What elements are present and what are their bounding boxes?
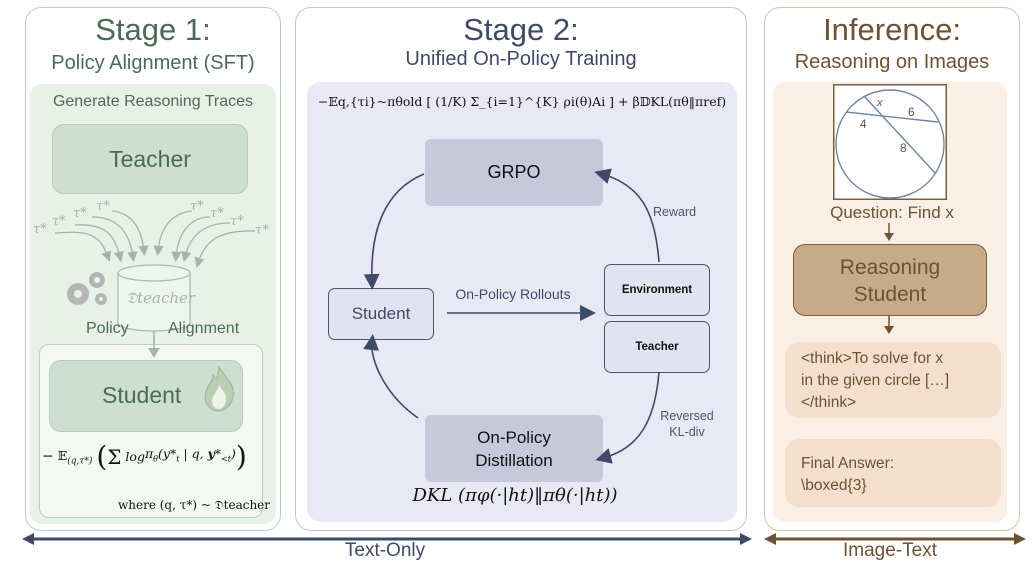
figure-label-8: 8 bbox=[900, 141, 907, 155]
reward-label: Reward bbox=[653, 205, 697, 219]
dataset-cylinder-icon bbox=[117, 264, 191, 332]
trace-label: τ* bbox=[255, 223, 269, 238]
grpo-to-student-arrow bbox=[363, 173, 425, 290]
trace-arrow bbox=[54, 231, 112, 262]
generate-traces-label: Generate Reasoning Traces bbox=[52, 93, 254, 110]
environment-node: Environment bbox=[604, 264, 710, 316]
trace-arrow bbox=[181, 222, 231, 263]
reasoning-student-line1: Reasoning bbox=[839, 256, 941, 279]
distillation-box: On-Policy Distillation bbox=[425, 415, 603, 482]
stage2-arrows bbox=[363, 168, 660, 464]
inference-title: Inference: bbox=[823, 12, 961, 47]
reasoning-student-box: Reasoning Student bbox=[793, 244, 987, 316]
trace-label: τ* bbox=[230, 214, 244, 229]
trace-label: τ* bbox=[52, 214, 66, 229]
image-text-label: Image-Text bbox=[843, 540, 937, 561]
rollouts-label: On-Policy Rollouts bbox=[455, 286, 571, 302]
think-bubble: <think>To solve for x in the given circl… bbox=[785, 342, 1001, 418]
trace-arrow bbox=[91, 216, 138, 263]
gears-icon bbox=[67, 272, 107, 305]
trace-label: τ* bbox=[190, 199, 204, 214]
fire-icon bbox=[204, 365, 234, 412]
trace-arrow bbox=[153, 210, 193, 257]
grpo-box: GRPO bbox=[425, 139, 603, 206]
text-only-label: Text-Only bbox=[344, 540, 426, 561]
down-arrow-icon bbox=[884, 223, 894, 241]
trace-arrow bbox=[194, 230, 256, 268]
reversed-kl-line2: KL-div bbox=[669, 425, 705, 439]
trace-label: τ* bbox=[96, 199, 110, 214]
inference-subtitle: Reasoning on Images bbox=[794, 51, 990, 73]
trace-label: τ* bbox=[33, 222, 47, 237]
answer-line: \boxed{3} bbox=[801, 477, 867, 494]
trace-arrow bbox=[74, 224, 124, 263]
stage1-subtitle: Policy Alignment (SFT) bbox=[51, 52, 255, 74]
think-line: <think>To solve for x bbox=[801, 350, 944, 367]
alignment-label: Alignment bbox=[168, 320, 240, 337]
distill-line1: On-Policy bbox=[477, 428, 551, 447]
trace-arrow bbox=[111, 210, 149, 257]
answer-line: Final Answer: bbox=[801, 455, 895, 472]
down-arrow-icon bbox=[884, 316, 894, 334]
sft-loss-formula: − 𝔼(q,τ*) (Σ logπθ(y*t | q, y*<t)) bbox=[42, 439, 247, 473]
stage2-subtitle: Unified On-Policy Training bbox=[405, 48, 637, 70]
geometry-figure: x 4 6 8 bbox=[833, 84, 947, 200]
think-line: </think> bbox=[801, 394, 857, 411]
figure-label-x: x bbox=[876, 97, 883, 109]
distill-line2: Distillation bbox=[475, 451, 553, 470]
trace-arrows: τ* τ* τ* τ* τ* τ* τ* τ* 𝔇teacher bbox=[33, 199, 269, 345]
text-only-axis bbox=[22, 533, 752, 545]
policy-label: Policy bbox=[86, 320, 129, 337]
trace-arrow bbox=[171, 216, 211, 263]
stage1-title: Stage 1: bbox=[95, 12, 211, 47]
image-text-axis bbox=[764, 533, 1026, 545]
teacher-box: Teacher bbox=[52, 124, 248, 194]
reversed-kl-line1: Reversed bbox=[660, 409, 714, 423]
distill-formula: DKL (πφ(·|ht)‖πθ(·|ht)) bbox=[412, 485, 618, 506]
student-node: Student bbox=[328, 288, 434, 340]
answer-bubble: Final Answer: \boxed{3} bbox=[785, 439, 1001, 507]
think-line: in the given circle […] bbox=[801, 372, 950, 389]
sft-loss-where: where (q, τ*) ~ 𝔇teacher bbox=[118, 498, 271, 512]
distill-to-student-arrow bbox=[363, 334, 419, 419]
trace-label: τ* bbox=[73, 206, 87, 221]
student-sft-label: Student bbox=[102, 382, 182, 408]
teacher-node: Teacher bbox=[604, 321, 710, 373]
reasoning-student-line2: Student bbox=[853, 283, 927, 306]
reversed-kl-label: Reversed KL-div bbox=[652, 408, 722, 440]
down-arrow-icon bbox=[148, 336, 160, 358]
trace-label: τ* bbox=[210, 206, 224, 221]
reversed-kl-arrow bbox=[595, 371, 660, 464]
question-label: Question: Find x bbox=[830, 203, 954, 222]
stage2-title: Stage 2: bbox=[463, 12, 579, 47]
dataset-label: 𝔇teacher bbox=[126, 289, 196, 307]
reward-arrow bbox=[594, 168, 660, 263]
figure-label-6: 6 bbox=[908, 105, 915, 119]
grpo-formula: −𝔼q,{τi}~πθold [ (1/K) Σ_{i=1}^{K} ρi(θ)… bbox=[317, 94, 727, 109]
figure-label-4: 4 bbox=[860, 117, 867, 131]
bottom-axes bbox=[22, 533, 1026, 545]
